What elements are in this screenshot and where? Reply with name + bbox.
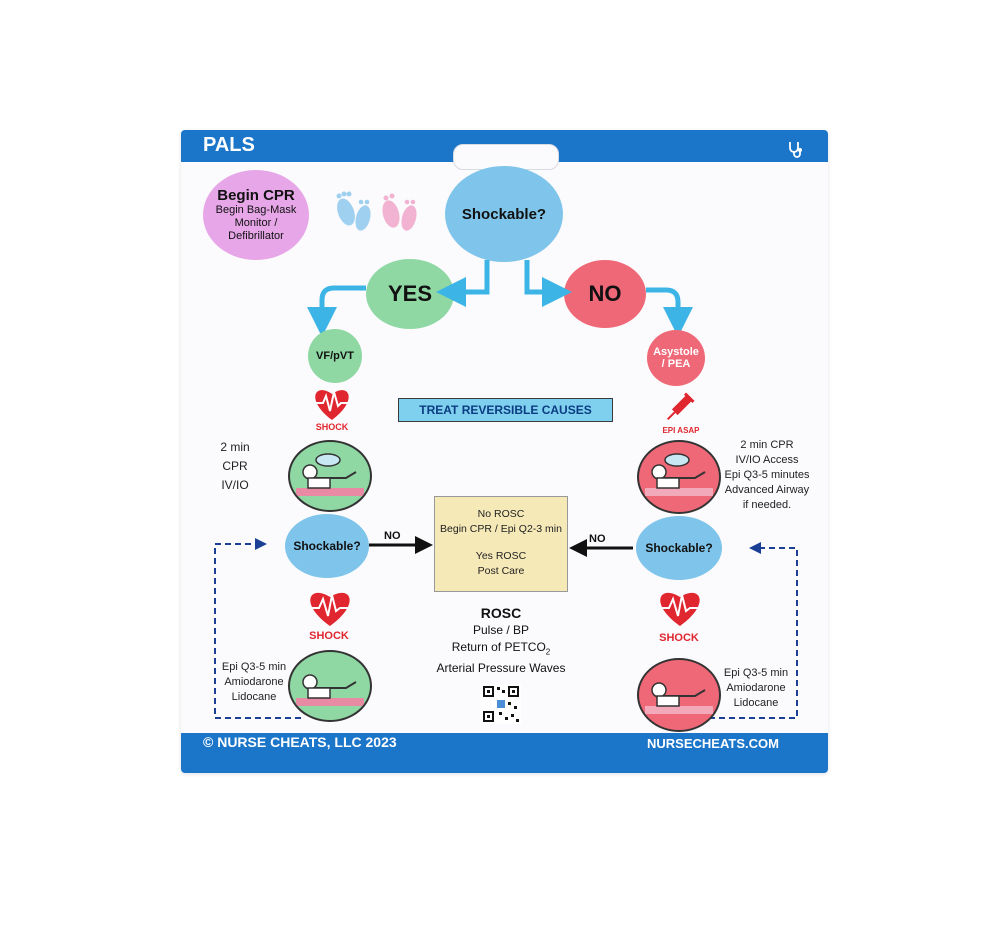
footer-bar <box>181 733 828 773</box>
rosc-pulse: Pulse / BP <box>472 623 530 637</box>
rosc-petco2-text: Return of PETCO <box>451 640 546 654</box>
right-step2-line: Lidocane <box>733 697 779 709</box>
epi-asap-label: EPI ASAP <box>662 426 700 435</box>
box-post-care: Post Care <box>477 565 525 577</box>
vf-pvt-circle: VF/pVT <box>308 329 362 383</box>
begin-cpr-circle: Begin CPR Begin Bag-Mask Monitor / Defib… <box>203 170 309 260</box>
cpr-person-icon <box>296 453 364 496</box>
left-step1-text: 2 min CPR IV/IO <box>213 438 257 495</box>
begin-cpr-title: Begin CPR <box>217 187 295 204</box>
rosc-title: ROSC <box>480 605 522 621</box>
right-step1-line: IV/IO Access <box>735 454 799 466</box>
syringe-icon <box>666 392 695 421</box>
left-dashed-loop <box>214 538 301 719</box>
right-step1-line: 2 min CPR <box>740 439 794 451</box>
right-step1-line: if needed. <box>742 499 792 511</box>
treat-reversible-causes: TREAT REVERSIBLE CAUSES <box>398 398 613 422</box>
shock-label-right: SHOCK <box>659 632 699 644</box>
left-step2-line: Epi Q3-5 min <box>221 661 287 673</box>
right-dashed-loop <box>709 542 798 719</box>
cyan-arrow-group <box>307 260 693 337</box>
rosc-section: ROSC Pulse / BP Return of PETCO2 Arteria… <box>421 604 581 677</box>
asystole-pea-circle: Asystole / PEA <box>647 330 705 386</box>
right-step2-text: Epi Q3-5 min Amiodarone Lidocane <box>721 666 791 711</box>
rosc-petco2-sub: 2 <box>545 647 551 657</box>
cpr-person-icon <box>296 674 364 706</box>
cpr-person-icon <box>645 682 713 714</box>
right-step1-text: 2 min CPR IV/IO Access Epi Q3-5 minutes … <box>719 438 815 513</box>
heart-shock-icon <box>315 390 349 420</box>
shock-label-2: SHOCK <box>309 630 349 642</box>
shockable-question-right: Shockable? <box>636 516 722 580</box>
heart-shock-icon <box>309 592 351 626</box>
shockable-question-top: Shockable? <box>445 166 563 262</box>
heart-shock-icon <box>659 592 701 626</box>
footer-website: NURSECHEATS.COM <box>647 736 779 751</box>
footer-copyright: © NURSE CHEATS, LLC 2023 <box>203 734 397 750</box>
cpr-person-icon <box>645 453 713 496</box>
qr-code-icon <box>481 684 521 724</box>
shock-label-1: SHOCK <box>315 422 349 432</box>
rosc-petco2: Return of PETCO2 <box>421 639 581 660</box>
badge-slot <box>453 144 559 170</box>
no-circle: NO <box>564 260 646 328</box>
pals-card: PALS Begin CPR Begin Bag-Mask Monitor / … <box>181 130 828 773</box>
cpr-scene-right <box>637 440 721 514</box>
left-no-label: NO <box>384 530 401 542</box>
right-no-label: NO <box>589 533 606 545</box>
box-no-rosc: No ROSC <box>477 508 525 520</box>
rosc-arterial: Arterial Pressure Waves <box>436 661 566 676</box>
asystole-label: Asystole <box>653 346 699 358</box>
box-begin-cpr: Begin CPR / Epi Q2-3 min <box>440 523 562 535</box>
box-yes-rosc: Yes ROSC <box>475 550 527 562</box>
cpr-scene-left-2 <box>288 650 372 722</box>
flow-arrows <box>214 260 798 719</box>
card-title: PALS <box>203 134 255 156</box>
left-step2-text: Epi Q3-5 min Amiodarone Lidocane <box>221 660 287 705</box>
right-step1-line: Epi Q3-5 minutes <box>724 469 810 481</box>
baby-feet-icon <box>336 191 417 231</box>
rosc-decision-box: No ROSC Begin CPR / Epi Q2-3 min Yes ROS… <box>434 496 568 592</box>
right-step2-line: Epi Q3-5 min <box>723 667 789 679</box>
begin-monitor: Monitor / <box>234 217 278 229</box>
left-step1-line: IV/IO <box>221 478 249 492</box>
begin-bag-mask: Begin Bag-Mask <box>215 204 297 216</box>
right-step1-line: Advanced Airway <box>724 484 810 496</box>
pea-label: / PEA <box>661 358 691 370</box>
cpr-scene-left <box>288 440 372 512</box>
left-step1-line: CPR <box>222 459 248 473</box>
stethoscope-icon <box>789 142 802 158</box>
left-step2-line: Lidocane <box>231 691 277 703</box>
right-step2-line: Amiodarone <box>726 682 786 694</box>
left-step2-line: Amiodarone <box>224 676 284 688</box>
left-step1-line: 2 min <box>220 440 250 454</box>
begin-defibrillator: Defibrillator <box>228 230 284 242</box>
cpr-scene-right-2 <box>637 658 721 732</box>
shockable-question-left: Shockable? <box>285 514 369 578</box>
